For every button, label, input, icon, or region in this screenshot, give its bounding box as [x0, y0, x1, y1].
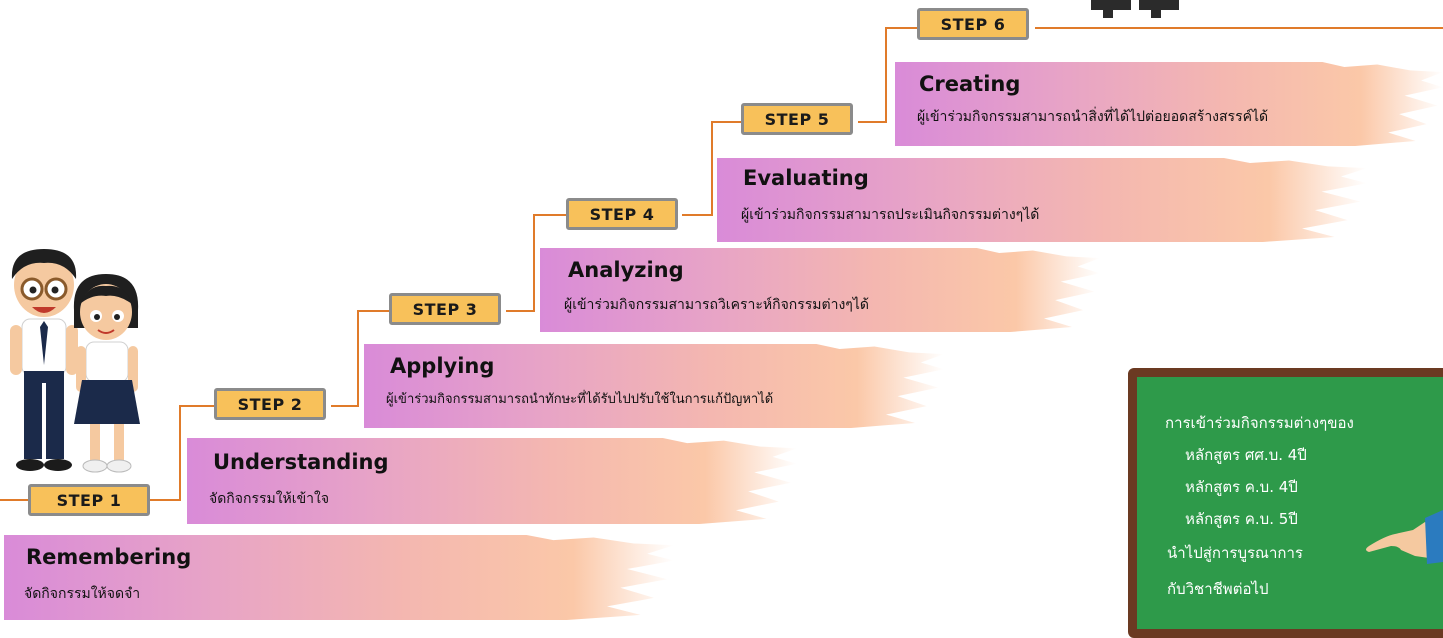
step-5-title: Evaluating — [743, 166, 869, 190]
step-2-card: Understanding จัดกิจกรรมให้เข้าใจ — [187, 438, 797, 524]
step-6-badge: STEP 6 — [917, 8, 1029, 40]
step-6-card: Creating ผู้เข้าร่วมกิจกรรมสามารถนำสิ่งท… — [895, 62, 1443, 146]
board-line-5: นำไปสู่การบูรณาการ — [1167, 544, 1303, 562]
connector-3-4 — [506, 214, 566, 312]
step-1-badge: STEP 1 — [28, 484, 150, 516]
student-girl-icon — [73, 274, 140, 473]
board-line-2: หลักสูตร ศศ.บ. 4ปี — [1185, 446, 1307, 464]
step-3-badge: STEP 3 — [389, 293, 501, 325]
step-1-title: Remembering — [26, 545, 192, 569]
person-top-icon — [1091, 0, 1179, 18]
board-line-6: กับวิชาชีพต่อไป — [1167, 580, 1269, 598]
step-3-desc: ผู้เข้าร่วมกิจกรรมสามารถนำทักษะที่ได้รับ… — [386, 392, 774, 407]
step-3-title: Applying — [390, 354, 495, 378]
step-6-desc: ผู้เข้าร่วมกิจกรรมสามารถนำสิ่งที่ได้ไปต่… — [917, 109, 1269, 125]
step-4-title: Analyzing — [568, 258, 684, 282]
step-2-title: Understanding — [213, 450, 389, 474]
board-line-1: การเข้าร่วมกิจกรรมต่างๆของ — [1165, 414, 1354, 432]
step-4-badge: STEP 4 — [566, 198, 678, 230]
step-5-card: Evaluating ผู้เข้าร่วมกิจกรรมสามารถประเม… — [717, 158, 1367, 242]
step-4-desc: ผู้เข้าร่วมกิจกรรมสามารถวิเคราะห์กิจกรรม… — [564, 297, 869, 313]
teacher-hand-icon — [1366, 510, 1443, 564]
step-1-card: Remembering จัดกิจกรรมให้จดจำ — [4, 535, 674, 620]
student-boy-icon — [10, 249, 78, 471]
step-4-card: Analyzing ผู้เข้าร่วมกิจกรรมสามารถวิเครา… — [540, 248, 1100, 332]
step-3-card: Applying ผู้เข้าร่วมกิจกรรมสามารถนำทักษะ… — [364, 344, 944, 428]
connector-5-6 — [858, 27, 918, 123]
connector-1-2 — [150, 405, 214, 501]
connector-lines — [0, 27, 1443, 501]
step-5-desc: ผู้เข้าร่วมกิจกรรมสามารถประเมินกิจกรรมต่… — [741, 207, 1040, 223]
chalkboard: การเข้าร่วมกิจกรรมต่างๆของ หลักสูตร ศศ.บ… — [1128, 368, 1443, 638]
board-line-4: หลักสูตร ค.บ. 5ปี — [1185, 510, 1298, 528]
step-2-badge: STEP 2 — [214, 388, 326, 420]
step-6-title: Creating — [919, 72, 1021, 96]
board-line-3: หลักสูตร ค.บ. 4ปี — [1185, 478, 1298, 496]
step-5-badge: STEP 5 — [741, 103, 853, 135]
step-2-desc: จัดกิจกรรมให้เข้าใจ — [209, 491, 330, 507]
step-1-desc: จัดกิจกรรมให้จดจำ — [24, 586, 141, 602]
connector-4-5 — [682, 121, 741, 216]
connector-2-3 — [331, 310, 389, 407]
